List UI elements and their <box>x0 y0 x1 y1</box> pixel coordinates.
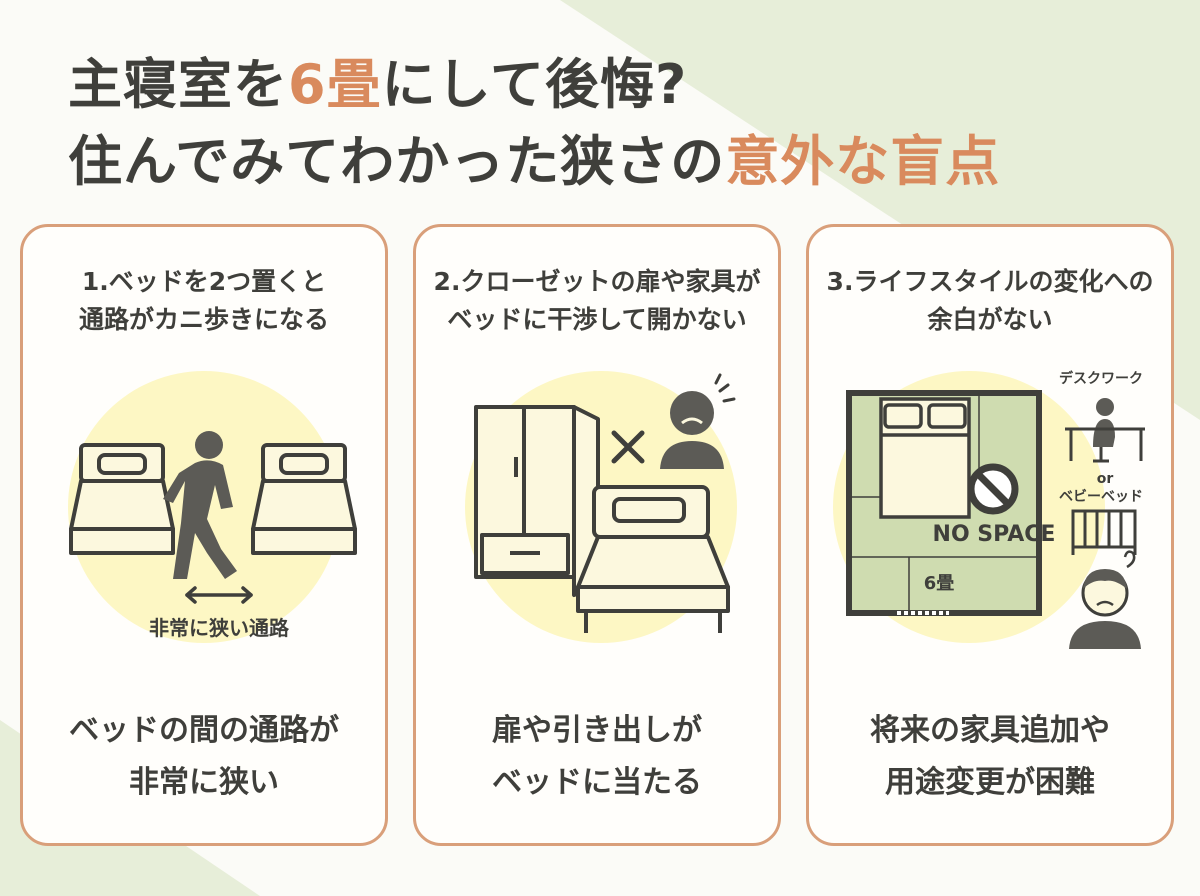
troubled-person-icon <box>1069 550 1141 649</box>
no-space-label: NO SPACE <box>933 522 1056 547</box>
page-title-line1: 主寝室を6畳にして後悔? <box>68 53 688 116</box>
card-narrow-passage: 1.ベッドを2つ置くと 通路がカニ歩きになる 非常に狭い通路 ベッドの間の通路が <box>20 224 388 846</box>
cross-mark-icon <box>611 430 645 464</box>
bed-icon-right <box>251 443 357 555</box>
or-label: or <box>1097 471 1114 487</box>
double-arrow-icon <box>185 586 253 604</box>
two-beds-illustration: 非常に狭い通路 <box>68 371 357 643</box>
narrow-passage-label: 非常に狭い通路 <box>149 616 290 640</box>
card-heading: 2.クローゼットの扉や家具が ベッドに干渉して開かない <box>433 267 761 334</box>
card-heading: 1.ベッドを2つ置くと 通路がカニ歩きになる <box>78 267 329 334</box>
room-plan-illustration: NO SPACE 6畳 デスクワーク or ベビーベッド <box>833 370 1145 649</box>
page-title-line2: 住んでみてわかった狭さの意外な盲点 <box>68 130 1001 193</box>
double-bed-icon <box>879 397 971 519</box>
walking-person-icon <box>163 431 237 579</box>
room-size-label: 6畳 <box>924 573 955 594</box>
worried-person-icon <box>660 373 736 469</box>
card-heading: 3.ライフスタイルの変化への 余白がない <box>826 267 1154 334</box>
baby-bed-label: ベビーベッド <box>1059 489 1143 505</box>
card-no-flexibility: 3.ライフスタイルの変化への 余白がない NO SPACE 6畳 デスクワーク <box>806 224 1174 846</box>
bed-icon <box>576 485 730 633</box>
closet-bed-illustration <box>465 371 737 643</box>
card-footer: 将来の家具追加や 用途変更が困難 <box>870 713 1110 800</box>
desk-work-icon <box>1065 398 1145 463</box>
card-door-conflict: 2.クローゼットの扉や家具が ベッドに干渉して開かない <box>413 224 781 846</box>
closet-icon <box>474 405 600 597</box>
title-accent-6jo: 6畳 <box>288 53 382 116</box>
prohibited-icon <box>967 463 1019 515</box>
card-footer: 扉や引き出しが ベッドに当たる <box>492 713 702 800</box>
desk-work-label: デスクワーク <box>1059 370 1143 387</box>
baby-crib-icon <box>1071 509 1137 555</box>
bed-icon-left <box>69 443 175 555</box>
card-footer: ベッドの間の通路が 非常に狭い <box>69 713 339 800</box>
title-accent-blindspot: 意外な盲点 <box>725 130 1001 193</box>
